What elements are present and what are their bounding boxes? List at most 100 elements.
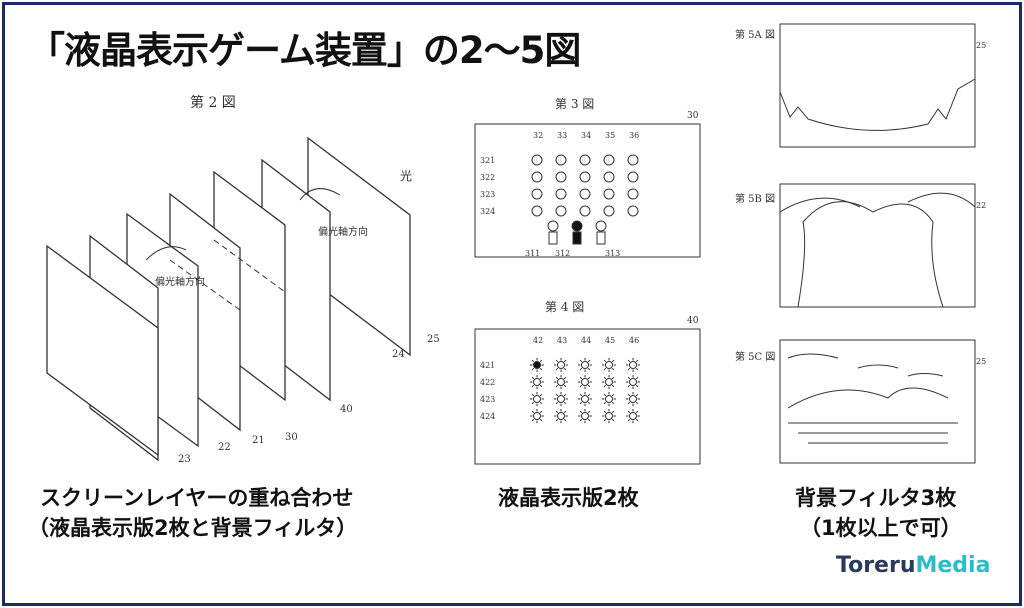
character-head xyxy=(595,220,607,232)
row-ref: 421 xyxy=(480,361,495,370)
sun-cell xyxy=(605,378,613,386)
sun-ray xyxy=(611,393,615,397)
sun-cell xyxy=(629,361,637,369)
caption-middle: 液晶表示版2枚 xyxy=(498,486,639,510)
sun-cell xyxy=(629,378,637,386)
sun-cell xyxy=(605,395,613,403)
sun-cell xyxy=(605,412,613,420)
column-ref: 45 xyxy=(605,336,615,345)
fig2-ref: 22 xyxy=(218,442,231,453)
sun-cell xyxy=(557,412,565,420)
sun-cell xyxy=(557,378,565,386)
sun-ray xyxy=(555,418,559,422)
sun-ray xyxy=(635,401,639,405)
apple-cell xyxy=(531,154,543,166)
sun-ray xyxy=(587,384,591,388)
sun-cell xyxy=(629,412,637,420)
toreru-media-logo: ToreruMedia xyxy=(836,553,991,578)
sun-ray xyxy=(539,410,543,414)
sun-ray xyxy=(539,418,543,422)
fig5b-ref: 22 xyxy=(976,201,986,210)
sun-ray xyxy=(531,410,535,414)
column-ref: 33 xyxy=(557,131,567,140)
fig5c-diagram: 25 xyxy=(779,339,986,464)
fig3-label: 第 3 図 xyxy=(555,97,595,111)
sun-ray xyxy=(603,376,607,380)
sun-ray xyxy=(603,359,607,363)
sun-ray xyxy=(627,376,631,380)
fig5a-label: 第 5A 図 xyxy=(735,30,775,41)
row-ref: 323 xyxy=(480,190,495,199)
sun-ray xyxy=(611,384,615,388)
fig5a-ref: 25 xyxy=(976,41,986,50)
apple-cell xyxy=(555,171,567,183)
sun-ray xyxy=(635,393,639,397)
row-ref: 423 xyxy=(480,395,495,404)
sun-ray xyxy=(555,359,559,363)
sun-ray xyxy=(531,359,535,363)
apple-cell xyxy=(603,205,615,217)
sun-ray xyxy=(539,359,543,363)
sun-ray xyxy=(635,359,639,363)
sun-ray xyxy=(579,401,583,405)
sun-ray xyxy=(579,384,583,388)
sun-ray xyxy=(563,393,567,397)
sun-ray xyxy=(635,384,639,388)
sun-cell xyxy=(557,395,565,403)
apple-cell xyxy=(579,205,591,217)
apple-cell xyxy=(627,188,639,200)
apple-cell xyxy=(603,154,615,166)
character-body xyxy=(596,231,606,245)
sun-ray xyxy=(603,393,607,397)
fig2-ref: 21 xyxy=(252,435,265,446)
character-ref: 312 xyxy=(555,249,570,258)
fig4-ref: 40 xyxy=(687,316,699,326)
sun-ray xyxy=(579,418,583,422)
sun-ray xyxy=(627,367,631,371)
fig2-ref: 30 xyxy=(285,432,298,443)
sun-ray xyxy=(627,401,631,405)
row-ref: 321 xyxy=(480,156,495,165)
sun-ray xyxy=(563,376,567,380)
column-ref: 44 xyxy=(581,336,591,345)
sun-ray xyxy=(531,393,535,397)
sun-ray xyxy=(563,418,567,422)
sun-ray xyxy=(563,367,567,371)
sun-ray xyxy=(611,359,615,363)
sun-ray xyxy=(563,401,567,405)
fig2-label: 第 2 図 xyxy=(190,95,236,111)
apple-cell xyxy=(579,171,591,183)
sun-ray xyxy=(635,367,639,371)
sun-ray xyxy=(555,401,559,405)
fig2-axis-label-2: 偏光軸方向 xyxy=(318,225,368,238)
sun-cell xyxy=(629,395,637,403)
sun-ray xyxy=(539,393,543,397)
sun-cell xyxy=(581,395,589,403)
sun-cell xyxy=(533,378,541,386)
sun-ray xyxy=(603,401,607,405)
apple-cell xyxy=(555,205,567,217)
sun-ray xyxy=(555,393,559,397)
sun-ray xyxy=(603,410,607,414)
fig2-ref: 40 xyxy=(340,404,353,415)
fig2-ref: 25 xyxy=(427,334,440,345)
sun-ray xyxy=(579,393,583,397)
sun-ray xyxy=(627,359,631,363)
sun-ray xyxy=(611,367,615,371)
sun-ray xyxy=(555,376,559,380)
sun-ray xyxy=(635,418,639,422)
apple-cell xyxy=(531,205,543,217)
sun-cell xyxy=(581,412,589,420)
column-ref: 43 xyxy=(557,336,567,345)
sun-ray xyxy=(587,401,591,405)
sun-ray xyxy=(539,384,543,388)
sun-ray xyxy=(587,367,591,371)
column-ref: 42 xyxy=(533,336,543,345)
fig5a-diagram: 25 xyxy=(779,23,986,148)
sun-ray xyxy=(555,367,559,371)
sun-ray xyxy=(563,359,567,363)
column-ref: 36 xyxy=(629,131,639,140)
sun-ray xyxy=(635,410,639,414)
sun-ray xyxy=(603,384,607,388)
character-ref: 313 xyxy=(605,249,620,258)
